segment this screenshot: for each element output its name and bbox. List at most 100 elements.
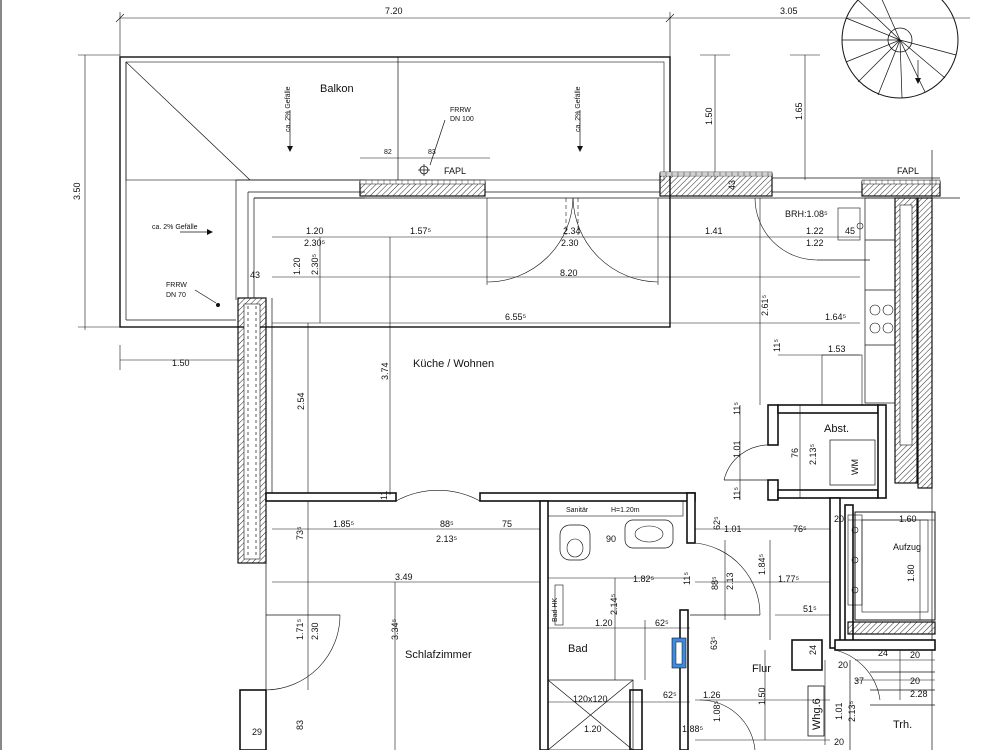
top-dimensions [115,12,970,180]
dim-141: 1.41 [705,226,723,236]
room-balkon: Balkon [320,83,354,95]
dim-101a: 1.01 [732,440,742,458]
note-slope-1: ca. 2% Gefälle [285,86,292,132]
dim-655: 6.55⁵ [505,312,527,322]
kitchen-counter [821,197,896,406]
dim-157: 1.57⁵ [410,226,432,236]
bathroom-details [547,500,761,750]
room-whg: Whg.6 [811,698,823,730]
dim-37: 37 [854,676,864,686]
dim-11e: 11⁵ [732,487,742,500]
dim-228: 2.28 [910,689,928,699]
dim-88b: 88⁵ [710,576,720,590]
dim-182: 1.82⁵ [633,574,655,584]
dim-24b: 24 [878,648,888,658]
room-schlafzimmer: Schlafzimmer [405,649,472,661]
room-abst: Abst. [824,423,849,435]
dim-82: 82 [384,149,392,156]
dim-101b: 1.01 [724,524,742,534]
dim-83: 83 [295,720,305,730]
dim-63: 63⁵ [709,636,719,650]
note-frrw100-a: FRRW [450,107,471,114]
storage-room [723,439,876,486]
interior-dimension-lines [272,198,935,750]
dim-20a: 20 [834,514,844,524]
dim-120c: 1.20 [595,618,613,628]
dim-254: 2.54 [296,392,306,410]
dim-76b: 76⁵ [793,524,807,534]
note-shower: 120x120 [573,694,608,704]
dim-75: 75 [502,519,512,529]
dim-62b: 62⁵ [655,618,669,628]
dim-213a: 2.13⁵ [808,443,818,465]
dim-177: 1.77⁵ [778,574,800,584]
dim-11d: 11⁵ [682,572,692,585]
annotations: FRRW DN 100 FRRW DN 70 FAPL FAPL ca. 2% … [152,86,919,704]
dim-171: 1.71⁵ [295,618,305,640]
dim-230a: 2.30⁵ [304,238,326,248]
room-trh: Trh. [893,719,912,731]
dim-120d: 1.20 [584,724,602,734]
dim-160: 1.60 [899,514,917,524]
elevator [847,511,936,635]
dim-20e: 20 [910,676,920,686]
dim-top-2: 3.05 [780,6,798,16]
dim-214: 2.14⁵ [609,593,619,615]
dim-126: 1.26 [703,690,721,700]
dim-188: 1.88⁵ [682,724,704,734]
note-brh: BRH:1.08⁵ [785,209,828,219]
dim-11c: 11 [379,491,389,500]
dim-122b: 1.22 [806,238,824,248]
appliance-wm: WM [850,459,860,475]
note-frrw70-b: DN 70 [166,292,186,299]
note-frrw70-a: FRRW [166,282,187,289]
dim-20c: 20 [910,650,920,660]
dim-150b: 1.50 [757,687,767,705]
dim-261: 2.61⁵ [760,294,770,316]
dim-73: 73⁵ [295,526,305,540]
note-sanitaer: Sanitär [566,507,589,514]
dim-62c: 62⁵ [663,690,677,700]
note-slope-2: ca. 2% Gefälle [575,86,582,132]
dim-101c: 1.01 [834,702,844,720]
dim-11b: 11⁵ [732,402,742,415]
note-slope-3: ca. 2% Gefälle [152,224,198,231]
dim-top-1: 7.20 [385,6,403,16]
dim-11a: 11⁵ [772,339,782,352]
dim-164: 1.64⁵ [825,312,847,322]
dim-43a: 43 [727,180,737,190]
dim-20b: 20 [838,660,848,670]
dim-184: 1.84⁵ [757,553,767,575]
kitchen-top-wall [254,177,960,199]
note-fapl-2: FAPL [897,166,919,176]
dim-83b: 83 [428,149,436,156]
note-fapl-1: FAPL [444,166,466,176]
dim-r165: 1.65 [794,102,804,120]
note-bad-hk: Bad HK [552,598,559,622]
hall-details [699,649,935,750]
walls-main [237,197,936,750]
dim-90: 90 [606,534,616,544]
dim-51: 51⁵ [803,604,817,614]
dim-374: 3.74 [380,362,390,380]
dim-108: 1.08⁵ [712,700,722,722]
note-frrw100-b: DN 100 [450,116,474,123]
dim-349: 3.49 [395,572,413,582]
dim-left-2: 1.50 [172,358,190,368]
dim-24: 24 [808,645,818,655]
window-sill-2 [659,173,773,197]
dim-62a: 62⁵ [712,516,722,530]
spiral-stair [841,0,959,99]
dim-180: 1.80 [906,564,916,582]
dim-820: 8.20 [560,268,578,278]
note-h120: H=1.20m [611,507,640,514]
apartment-label-box [807,685,825,737]
dim-230d: 2.30 [310,622,320,640]
room-bad: Bad [568,643,588,655]
dim-left-1: 3.50 [72,182,82,200]
room-labels: Balkon Küche / Wohnen Schlafzimmer Bad A… [320,83,921,731]
bedroom-details [265,490,481,691]
dim-45: 45 [845,226,855,236]
